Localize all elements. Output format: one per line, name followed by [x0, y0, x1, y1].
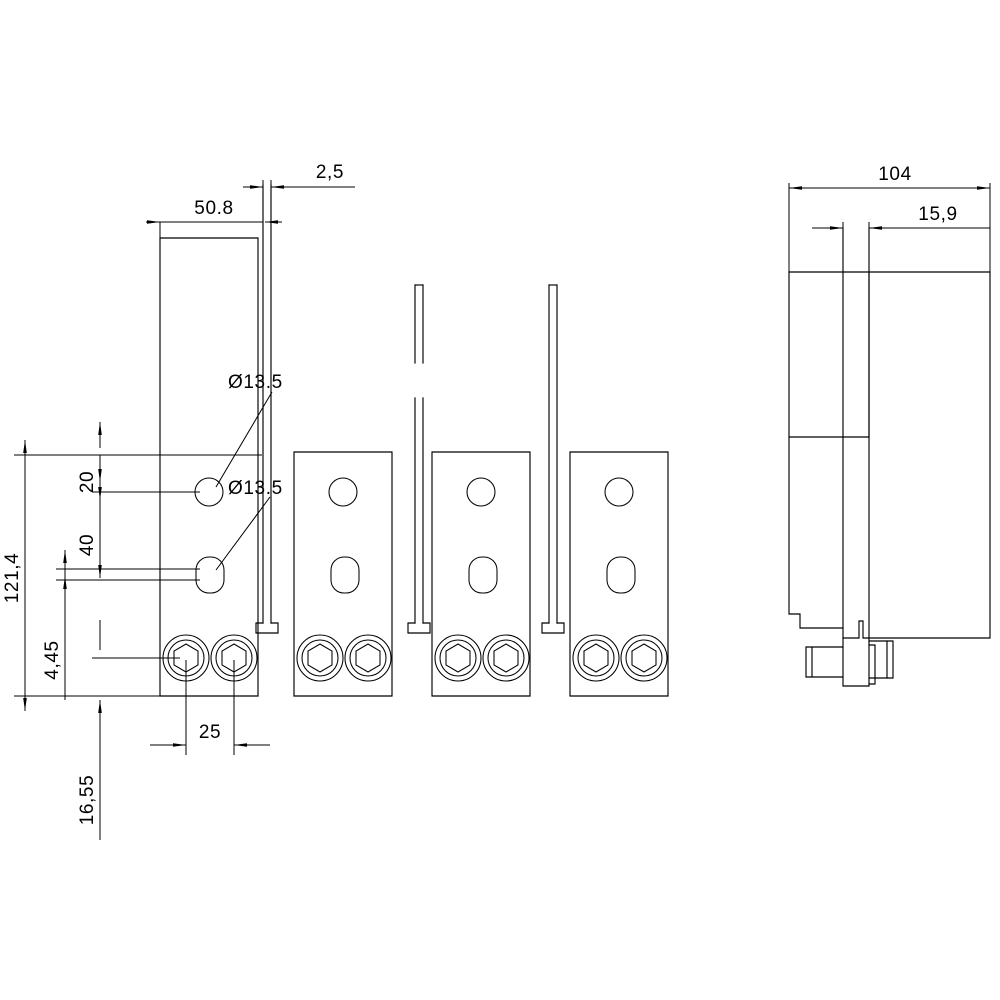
screw-5 [434, 634, 482, 682]
dimension-label-4-45: 4,45 [42, 640, 63, 679]
slot-hole-block-2 [330, 556, 360, 594]
front-view-block-1 [159, 237, 259, 697]
hole-callout-label-lower: Ø13.5 [228, 478, 283, 499]
left-extension-lines [14, 454, 262, 697]
round-hole-block-3 [466, 477, 496, 507]
round-hole-block-2 [328, 477, 358, 507]
screw-3 [296, 634, 344, 682]
hole-callout-label-upper: Ø13.5 [228, 372, 283, 393]
dimension-label-50-8: 50.8 [194, 198, 233, 219]
side-view-center-rib [842, 227, 870, 687]
slot-hole-block-4 [606, 556, 636, 594]
side-view-right-stud [868, 640, 894, 685]
dimension-label-40: 40 [77, 534, 98, 556]
screw-4 [344, 634, 392, 682]
dimension-label-16-55: 16,55 [77, 775, 98, 826]
dimension-2-5: 2,5 [243, 162, 355, 192]
dimension-15-9: 15,9 [812, 204, 990, 280]
fin-2 [407, 284, 431, 634]
front-view-block-3 [431, 451, 531, 697]
dimension-16-55: 16,55 [77, 620, 102, 840]
fin-1 [255, 184, 279, 634]
screw-7 [572, 634, 620, 682]
dimension-label-25: 25 [199, 722, 221, 743]
slot-hole-block-1 [195, 556, 225, 594]
dimension-label-20: 20 [77, 471, 98, 493]
dimension-4-45: 4,45 [42, 550, 67, 700]
dimension-label-104: 104 [878, 164, 912, 185]
dimension-40: 40 [77, 474, 102, 578]
side-view-left-stud [805, 646, 844, 678]
dimension-label-121-4: 121,4 [2, 553, 23, 604]
dimension-label-2-5: 2,5 [316, 162, 344, 183]
dimension-label-15-9: 15,9 [918, 204, 957, 225]
hole-callout-upper: Ø13.5 [215, 372, 283, 488]
round-hole-block-4 [604, 477, 634, 507]
front-view-block-4 [569, 451, 669, 697]
front-view-block-2 [293, 451, 393, 697]
dimension-20: 20 [77, 422, 102, 493]
slot-hole-block-3 [468, 556, 498, 594]
dimension-50-8: 50.8 [146, 198, 282, 245]
screw-8 [620, 634, 668, 682]
dimension-121-4: 121,4 [2, 440, 27, 711]
hole-callout-lower: Ø13.5 [215, 478, 283, 571]
fin-3 [541, 284, 565, 634]
dimension-104: 104 [788, 164, 991, 275]
dimension-25: 25 [150, 660, 270, 755]
screw-6 [482, 634, 530, 682]
side-view-body [788, 271, 991, 639]
